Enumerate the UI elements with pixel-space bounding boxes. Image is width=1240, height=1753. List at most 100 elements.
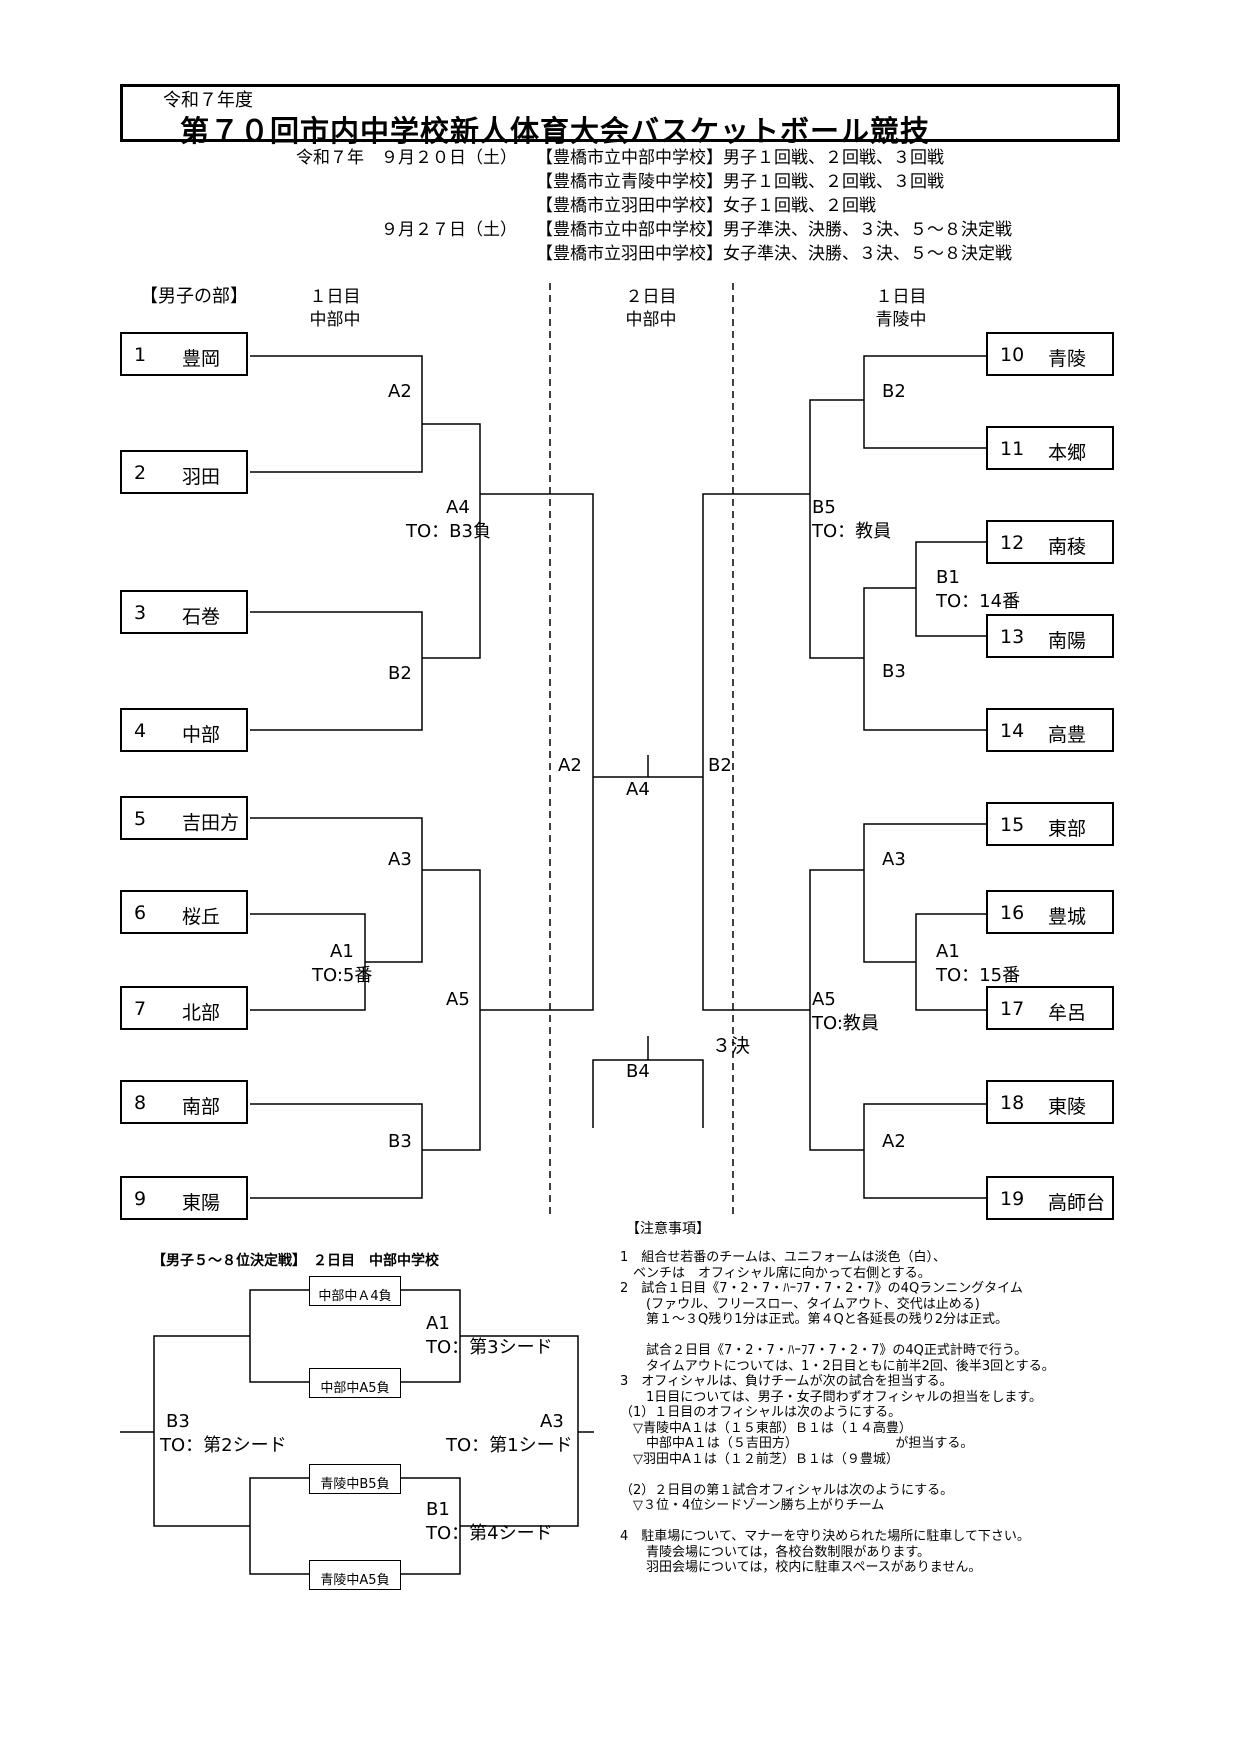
note-line: ▽３位・4位シードゾーン勝ち上がりチーム — [620, 1498, 885, 1513]
label-left-a2: A2 — [388, 381, 412, 402]
right-semi-top — [702, 493, 810, 777]
note-line: (ファウル、フリースロー、タイムアウト、交代は止める) — [620, 1296, 980, 1312]
schedule-venue-4: 【豊橋市立中部中学校】男子準決、決勝、３決、５～８決定戦 — [536, 220, 1012, 240]
placement-a3-to: TO：第1シード — [446, 1435, 573, 1456]
placement-b3-to: TO：第2シード — [160, 1435, 287, 1456]
label-right-b5-to: TO：教員 — [812, 521, 892, 542]
schedule-date-2: ９月２７日（土） — [381, 220, 517, 240]
note-line: ▽羽田中A１は（１２前芝）Ｂ１は（９豊城） — [620, 1451, 899, 1467]
note-line: 羽田会場については，校内に駐車スペースがありません。 — [620, 1560, 982, 1575]
right-match-b1 — [915, 541, 986, 637]
label-right-b1-to: TO：14番 — [936, 591, 1021, 612]
schedule-venue-1: 【豊橋市立中部中学校】男子１回戦、２回戦、３回戦 — [536, 148, 944, 168]
label-right-a3: A3 — [882, 849, 906, 870]
left-semi-bottom — [480, 777, 594, 1011]
place-match-a1 — [249, 1289, 309, 1383]
placement-b3: B3 — [166, 1411, 190, 1432]
label-right-b2: B2 — [882, 381, 906, 402]
label-right-a5: A5 — [812, 989, 836, 1010]
placement-box-2: 中部中A5負 — [309, 1368, 401, 1398]
placement-a1-to: TO：第3シード — [426, 1337, 553, 1358]
label-right-b3: B3 — [882, 661, 906, 682]
right-match-b3 — [863, 587, 986, 731]
label-left-a1: A1 — [330, 941, 354, 962]
note-line — [620, 1328, 1055, 1344]
label-left-a4: A4 — [446, 497, 470, 518]
notes-list: 1 組合せ若番のチームは、ユニフォームは淡色（白）、 ベンチは オフィシャル席に… — [620, 1250, 1055, 1576]
left-semi-top — [480, 493, 594, 777]
col-center-day: ２日目 — [625, 287, 677, 307]
label-center-b4: B4 — [626, 1061, 650, 1082]
notes-title: 【注意事項】 — [626, 1221, 710, 1237]
note-line: （2）２日目の第１試合オフィシャルは次のようにする。 — [620, 1482, 954, 1498]
schedule-venue-2: 【豊橋市立青陵中学校】男子１回戦、２回戦、３回戦 — [536, 172, 944, 192]
label-left-a5: A5 — [446, 989, 470, 1010]
left-match-a4 — [422, 423, 481, 659]
placement-a3: A3 — [540, 1411, 564, 1432]
mens-section-label: 【男子の部】 — [140, 286, 248, 307]
placement-box-3: 青陵中B5負 — [309, 1464, 401, 1494]
place-match-a3 — [460, 1335, 579, 1527]
note-line: 1日目については、男子・女子問わずオフィシャルの担当をします。 — [620, 1389, 1043, 1405]
note-line: タイムアウトについては、1・2日目ともに前半2回、後半3回とする。 — [620, 1358, 1055, 1374]
note-line: ベンチは オフィシャル席に向かって右側とする。 — [620, 1265, 931, 1281]
label-left-a4-to: TO：B3負 — [406, 521, 491, 542]
note-line: ▽青陵中A１は（１５東部）Ｂ１は（１４高豊） — [620, 1420, 912, 1436]
era-label: 令和７年度 — [163, 90, 253, 111]
right-match-a2 — [863, 1103, 986, 1199]
title-frame — [120, 84, 1120, 142]
col-right-venue: 青陵中 — [875, 310, 927, 330]
placement-b1: B1 — [426, 1499, 450, 1520]
label-left-b2: B2 — [388, 663, 412, 684]
note-line — [620, 1467, 1055, 1483]
left-match-a2 — [250, 355, 423, 473]
right-match-b5 — [809, 399, 864, 659]
note-line: 4 駐車場について、マナーを守り決められた場所に駐車して下さい。 — [620, 1529, 1030, 1544]
note-line: 第１～３Q残り1分は正式。第４Qと各延長の残り2分は正式。 — [620, 1312, 1009, 1327]
placement-box-1: 中部中Ａ4負 — [309, 1276, 401, 1306]
note-line: （1）１日目のオフィシャルは次のようにする。 — [620, 1405, 902, 1420]
note-line: 1 組合せ若番のチームは、ユニフォームは淡色（白）、 — [620, 1250, 946, 1265]
label-center-a2: A2 — [558, 755, 582, 776]
page-title: 第７０回市内中学校新人体育大会バスケットボール競技 — [180, 114, 931, 148]
left-match-a3 — [250, 817, 423, 963]
right-match-a3 — [863, 823, 986, 963]
label-right-a1-to: TO：15番 — [936, 965, 1021, 986]
col-left-day: １日目 — [309, 287, 361, 307]
label-center-a4: A4 — [626, 779, 650, 800]
label-right-b1: B1 — [936, 567, 960, 588]
place-match-b3 — [153, 1335, 250, 1527]
left-match-b3 — [250, 1103, 423, 1199]
note-line: 2 試合１日目《7・2・7・ﾊｰﾌ7・7・2・7》の4Qランニングタイム — [620, 1281, 1023, 1296]
note-line: 青陵会場については，各校台数制限があります。 — [620, 1544, 931, 1560]
place-match-b1 — [249, 1477, 309, 1575]
label-left-a1-to: TO:5番 — [312, 965, 373, 986]
placement-b1-to: TO：第4シード — [426, 1523, 553, 1544]
right-match-b2 — [863, 355, 986, 449]
col-left-venue: 中部中 — [309, 310, 361, 330]
note-line — [620, 1514, 1055, 1530]
note-line: 試合２日目《7・2・7・ﾊｰﾌ7・7・2・7》の4Q正式計時で行う。 — [620, 1343, 1028, 1358]
col-right-day: １日目 — [875, 287, 927, 307]
placement-box-4: 青陵中A5負 — [309, 1560, 401, 1590]
label-right-a2: A2 — [882, 1131, 906, 1152]
placement-title: 【男子５～８位決定戦】 ２日目 中部中学校 — [152, 1253, 439, 1269]
note-line: 中部中A１は（５吉田方） が担当する。 — [620, 1436, 974, 1451]
